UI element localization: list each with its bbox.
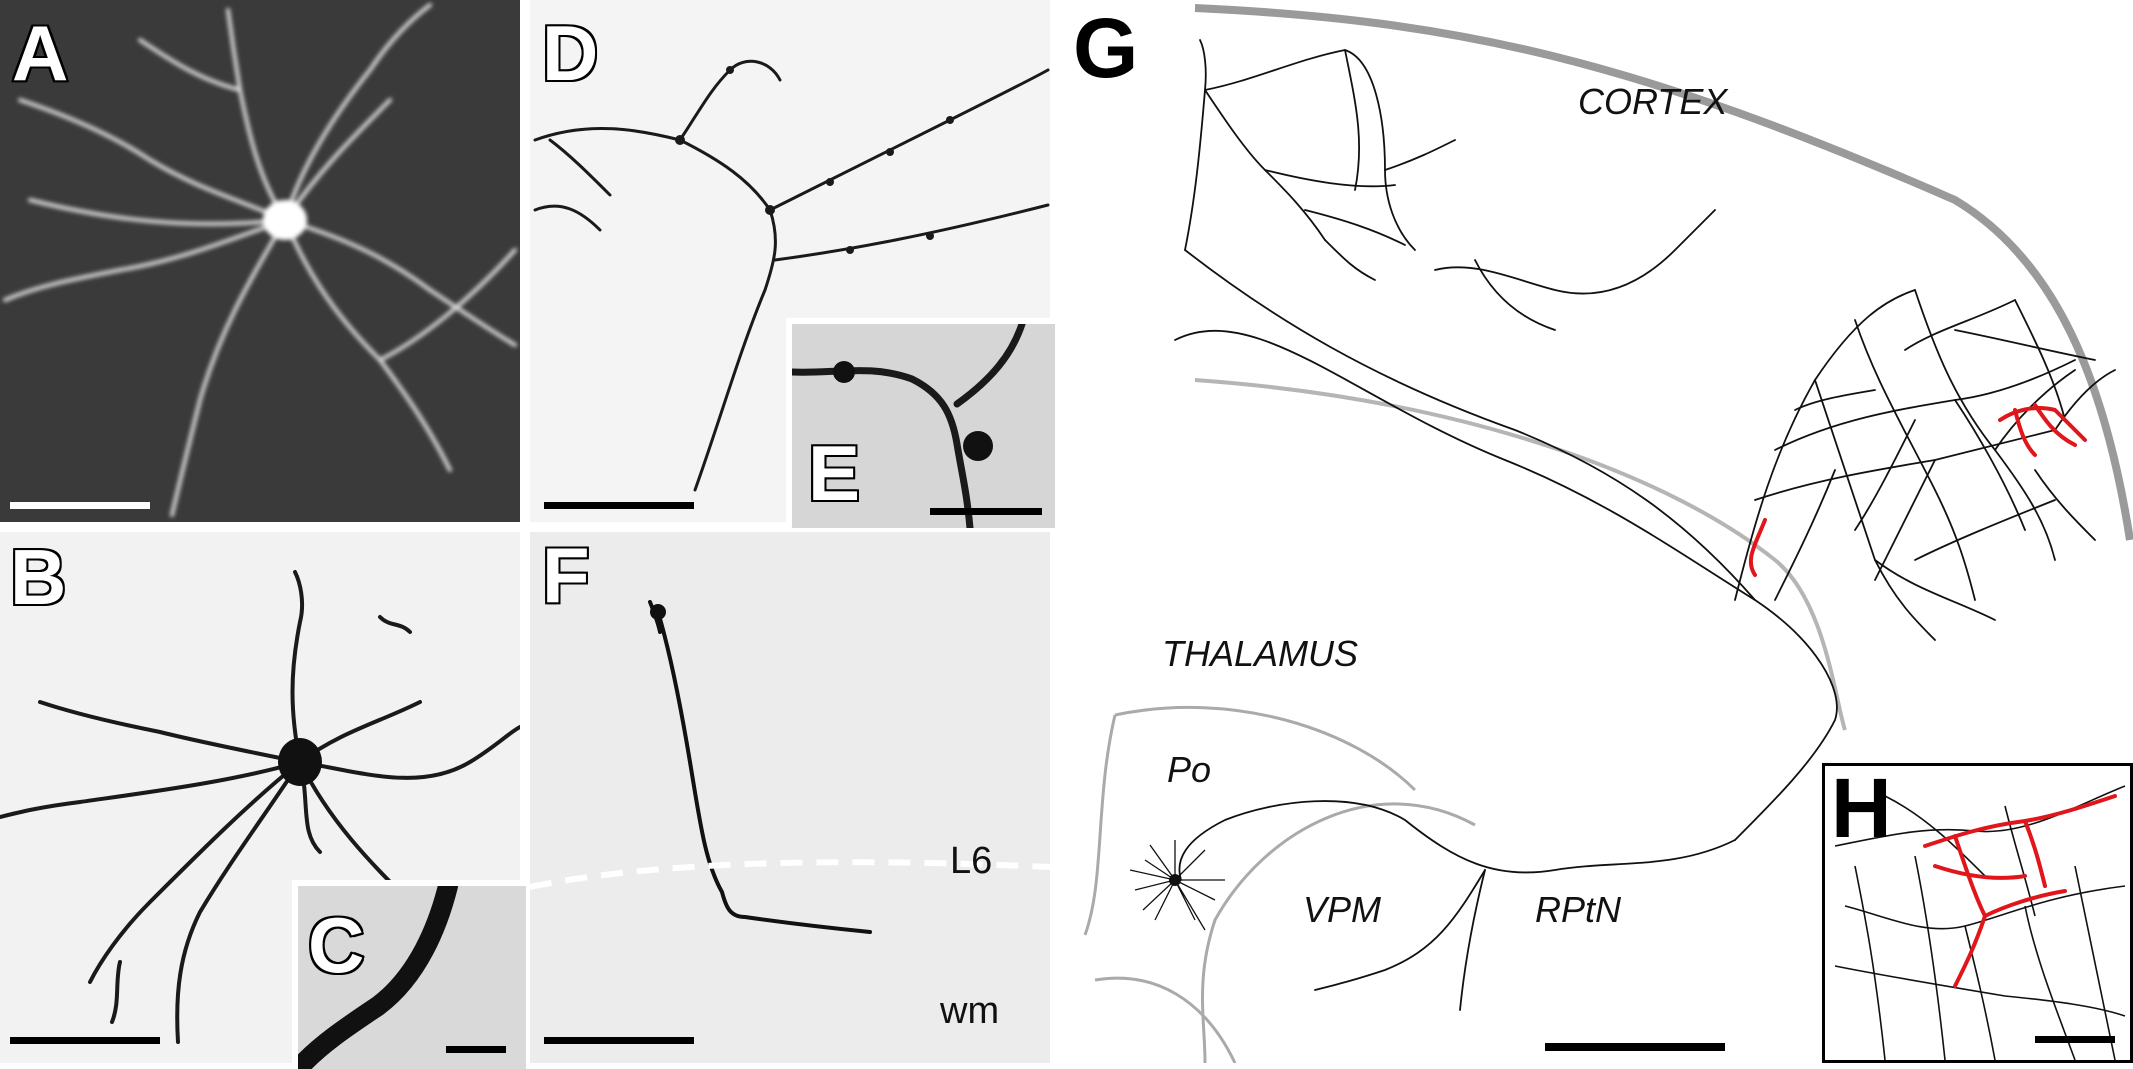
panel-b-scale-bar: [10, 1037, 160, 1044]
panel-c: C: [292, 880, 526, 1069]
region-label-cortex: CORTEX: [1578, 81, 1728, 122]
panel-f-label: F: [540, 532, 592, 619]
panel-c-scale-bar: [446, 1046, 506, 1053]
region-label-thalamus: THALAMUS: [1162, 633, 1359, 674]
highlighted-axon-segments: [1748, 403, 2087, 577]
panel-c-label: C: [306, 901, 366, 989]
panel-h-image: [1834, 785, 2126, 1060]
panel-a: A: [0, 0, 520, 522]
panel-d-image: [533, 59, 1050, 492]
layer-label-l6: L6: [950, 840, 993, 882]
panel-a-label: A: [10, 9, 70, 97]
panel-c-image: [298, 886, 458, 1069]
panel-f: F L6 wm: [530, 532, 1050, 1063]
region-label-vpm: VPM: [1303, 889, 1382, 930]
panel-g-scale-bar: [1545, 1043, 1725, 1051]
panel-h: H: [1822, 763, 2133, 1063]
panel-b-label: B: [8, 533, 68, 621]
highlighted-axon-segments: [1923, 794, 2117, 988]
region-label-po: Po: [1167, 749, 1212, 790]
panel-h-scale-bar: [2035, 1036, 2115, 1043]
region-label-rptn: RPtN: [1535, 889, 1622, 930]
panel-g-label: G: [1073, 1, 1139, 95]
panel-a-scale-bar: [10, 502, 150, 509]
panel-g-image: [1083, 4, 2133, 1063]
panel-e-image: [792, 324, 1026, 528]
panel-d-label: D: [540, 9, 600, 97]
panel-a-image: [3, 3, 517, 517]
panel-d-scale-bar: [544, 502, 694, 509]
layer-label-wm: wm: [940, 990, 1000, 1032]
panel-e-label: E: [806, 429, 862, 517]
panel-f-scale-bar: [544, 1037, 694, 1044]
panel-f-image: [530, 600, 1050, 934]
panel-e-scale-bar: [930, 508, 1042, 515]
cortex-pia-boundary: [1194, 4, 2133, 541]
panel-h-label: H: [1831, 763, 1892, 855]
panel-e: E: [786, 318, 1056, 528]
